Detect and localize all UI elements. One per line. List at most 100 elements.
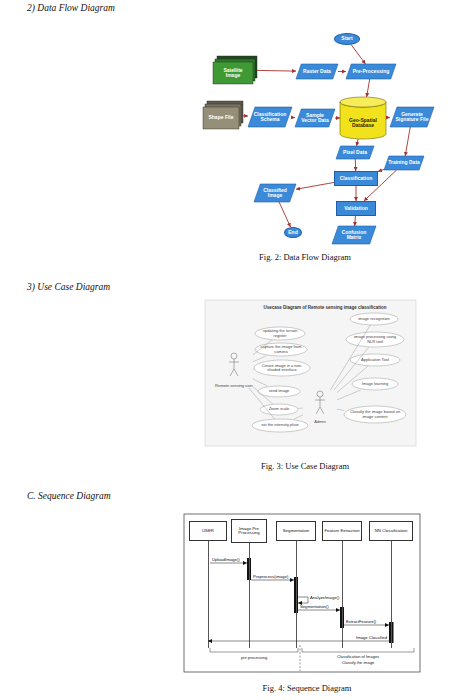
use-case-oval: set the intensity plate [252, 419, 308, 432]
flow-arrow [292, 117, 295, 118]
phase-label: Classify the image [308, 660, 408, 665]
section-heading: 2) Data Flow Diagram [27, 3, 247, 13]
lifeline: Image Pre Processing [231, 519, 267, 648]
image-layer [203, 107, 239, 129]
node-text: Start [338, 36, 355, 41]
lifeline-head: Segmentation [276, 521, 316, 541]
message-label: Segmentation() [300, 605, 329, 609]
node-text: Classification [337, 176, 376, 181]
lifeline-head: Image Pre Processing [231, 519, 267, 543]
association-line [330, 325, 370, 390]
node-text: Confusion Matrix [332, 230, 376, 241]
node-text: End [285, 230, 300, 235]
flow-arrow [364, 170, 397, 201]
phase-label: Classification of Images [308, 654, 408, 659]
use-case-oval: capture the image from camera [255, 343, 307, 356]
lifeline-head: USER [189, 521, 227, 541]
lifeline-head: NN Classification [369, 521, 413, 541]
use-case-oval: Image learning [352, 378, 398, 390]
node-text: Validation [341, 206, 371, 211]
flow-arrow [356, 186, 357, 201]
flow-arrow [338, 71, 346, 72]
phase-bracket [210, 648, 298, 652]
data-parallelogram: Sample Vector Data [295, 109, 335, 127]
node-text: Raster Data [300, 69, 334, 74]
node-text: Classification Schema [248, 112, 292, 123]
lifeline-line [249, 543, 250, 648]
lifeline: Feature Extraction [322, 521, 362, 648]
association-line [253, 387, 273, 404]
diagram-title: Usecase Diagram of Remote sensing image … [240, 305, 410, 310]
node-text: Zoom scale [265, 407, 294, 411]
node-text: Generate Signature File [390, 112, 434, 123]
use-case-oval: Classify the image based on image conten… [344, 406, 406, 423]
node-text: Classified Image [254, 188, 296, 199]
message-arrow [208, 641, 389, 642]
node-outline [215, 352, 253, 388]
use-case-oval: Zoom scale [260, 404, 298, 415]
node-text: Geo-Spatial Database [340, 118, 386, 129]
flow-arrow [386, 117, 390, 118]
terminal-oval: Start [334, 33, 360, 45]
phase-divider [300, 645, 301, 671]
ellipse-outline [350, 313, 398, 325]
data-parallelogram: Generate Signature File [390, 107, 434, 127]
database-cylinder: Geo-Spatial Database [340, 97, 386, 139]
node-text: Create image in a non-shaded interface [254, 364, 310, 372]
association-line [337, 409, 344, 411]
use-case-oval: send image [258, 386, 300, 397]
message-label: AnalyzeImage() [310, 596, 339, 600]
parallelogram-outline [332, 226, 376, 244]
terminal-oval: End [284, 227, 302, 238]
use-case-oval: Application Tool [350, 354, 400, 366]
node-text: image processing using NLR tool [346, 335, 404, 343]
message-arrow [210, 563, 247, 564]
node-text: Feature Extraction [323, 529, 360, 534]
figure-caption: Fig. 3: Use Case Diagram [205, 461, 405, 471]
ellipse-outline [255, 327, 305, 340]
node-text: updating the terrain register [255, 329, 305, 337]
flow-arrow [378, 169, 384, 171]
node-text: Image learning [358, 382, 392, 386]
data-parallelogram: Confusion Matrix [332, 226, 376, 244]
lifeline-line [208, 541, 209, 648]
sequence-panel [184, 514, 420, 672]
use-case-oval: Create image in a non-shaded interface [254, 360, 310, 376]
node-text: send image [265, 389, 294, 393]
section-heading: 3) Use Case Diagram [27, 282, 247, 292]
association-line [294, 415, 303, 419]
cylinder-body [340, 102, 386, 139]
actor-head [317, 391, 323, 397]
node-text: capture the image from camera [255, 345, 307, 353]
node-text: Pixel Data [340, 150, 370, 155]
data-parallelogram: Classified Image [254, 184, 296, 202]
flow-arrow [279, 202, 290, 227]
node-text: Admin [314, 420, 325, 424]
figure-caption: Fig. 2: Data Flow Diagram [205, 252, 405, 262]
node-text: Classify the image based on image conten… [344, 410, 406, 418]
node-text: image recognition [354, 317, 394, 321]
ellipse-outline [260, 404, 298, 415]
ellipse-outline [350, 354, 400, 366]
message-label: Image Classified [356, 636, 387, 640]
node-text: set the intensity plate [257, 423, 303, 427]
actor-body [229, 359, 239, 376]
message-label: ExtractFeature() [346, 620, 376, 624]
node-text: Shape File [205, 115, 236, 120]
shape-file-stack: Shape File [203, 101, 243, 129]
flow-arrow [405, 127, 410, 156]
parallelogram-outline [346, 64, 396, 79]
node-text: Pre-Processing [350, 69, 393, 74]
flow-arrow [296, 182, 334, 189]
association-line [249, 388, 275, 419]
lifeline-line [391, 541, 392, 648]
data-parallelogram: Pixel Data [336, 146, 374, 159]
lifeline-head: Feature Extraction [322, 521, 362, 541]
flow-arrow [243, 115, 248, 116]
association-line [253, 369, 254, 370]
image-layer [213, 62, 253, 84]
ellipse-outline [252, 419, 308, 432]
message-arrow [298, 597, 308, 603]
lifeline-line [342, 541, 343, 648]
